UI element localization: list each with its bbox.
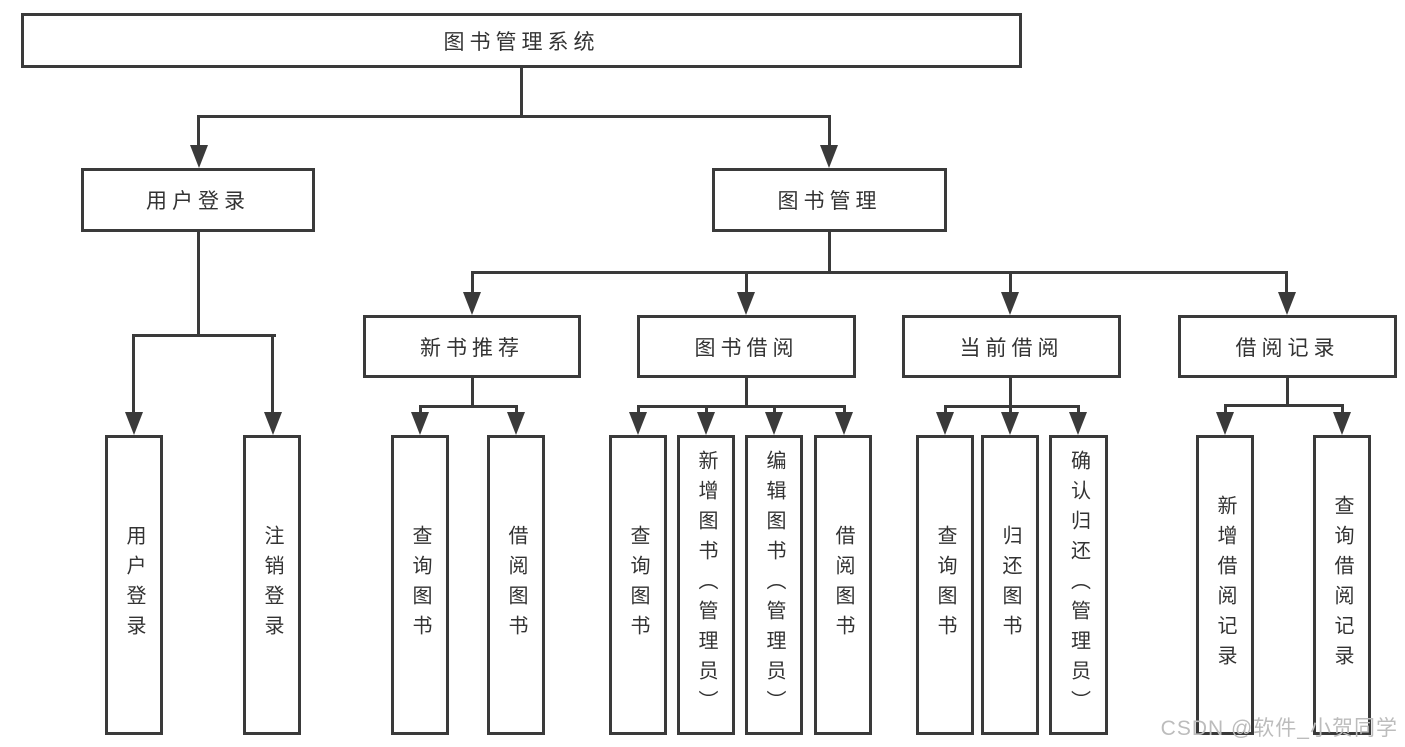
- node-label: 查询图书: [409, 525, 431, 645]
- node-label: 当前借阅: [959, 336, 1064, 360]
- connector-drop-leaf-logout: [271, 334, 274, 418]
- connector-level3-bar: [471, 271, 1288, 274]
- arrowhead-user-login: [190, 145, 208, 168]
- node-label: 新增借阅记录: [1214, 495, 1236, 675]
- node-label: 借阅记录: [1235, 336, 1340, 360]
- node-borrowing-records: 借阅记录: [1178, 315, 1397, 378]
- leaf-bb-add-books-admin: 新增图书（管理员）: [677, 435, 735, 735]
- connector-drop-cb-return: [1009, 405, 1012, 418]
- connector-borrow-records-bar: [1224, 404, 1344, 407]
- connector-borrow-records-stem: [1286, 378, 1289, 407]
- connector-book-mgmt-stem: [828, 232, 831, 274]
- connector-drop-borrow-records: [1285, 271, 1288, 297]
- node-user-login: 用户登录: [81, 168, 315, 232]
- arrowhead-rec-query: [411, 412, 429, 435]
- connector-drop-user-login: [197, 115, 200, 150]
- connector-drop-br-query: [1341, 404, 1344, 418]
- node-label: 新增图书（管理员）: [695, 450, 717, 720]
- node-current-borrowing: 当前借阅: [902, 315, 1121, 378]
- connector-drop-leaf-user-login: [132, 334, 135, 418]
- arrowhead-bb-edit: [765, 412, 783, 435]
- node-label: 新书推荐: [420, 336, 524, 360]
- csdn-watermark: CSDN @软件_小贺同学: [1160, 717, 1398, 740]
- leaf-cb-query-books: 查询图书: [916, 435, 974, 735]
- leaf-cb-return-books: 归还图书: [981, 435, 1039, 735]
- leaf-br-query-record: 查询借阅记录: [1313, 435, 1371, 735]
- connector-drop-br-add: [1224, 404, 1227, 418]
- connector-drop-new-book-rec: [471, 271, 474, 297]
- connector-drop-bb-query: [637, 405, 640, 418]
- connector-new-book-rec-bar: [419, 405, 518, 408]
- node-label: 借阅图书: [505, 525, 527, 645]
- connector-level2-bar: [197, 115, 831, 118]
- node-book-borrowing: 图书借阅: [637, 315, 856, 378]
- arrowhead-br-query: [1333, 412, 1351, 435]
- connector-user-login-stem: [197, 232, 200, 336]
- connector-drop-rec-borrow: [515, 405, 518, 418]
- connector-new-book-rec-stem: [471, 378, 474, 408]
- arrowhead-cb-return: [1001, 412, 1019, 435]
- connector-drop-bb-edit: [773, 405, 776, 418]
- node-label: 图书管理: [777, 190, 882, 213]
- connector-current-borrow-bar: [944, 405, 1080, 408]
- node-label: 归还图书: [999, 525, 1021, 645]
- leaf-cb-confirm-return-admin: 确认归还（管理员）: [1049, 435, 1108, 735]
- leaf-bb-borrow-books: 借阅图书: [814, 435, 872, 735]
- arrowhead-new-book-rec: [463, 292, 481, 315]
- leaf-rec-borrow-books: 借阅图书: [487, 435, 545, 735]
- node-label: 用户登录: [146, 190, 250, 213]
- leaf-rec-query-books: 查询图书: [391, 435, 449, 735]
- arrowhead-book-mgmt: [820, 145, 838, 168]
- arrowhead-rec-borrow: [507, 412, 525, 435]
- connector-drop-book-borrow: [745, 271, 748, 297]
- connector-drop-cb-query: [944, 405, 947, 418]
- node-label: 注销登录: [261, 525, 283, 645]
- arrowhead-leaf-user-login: [125, 412, 143, 435]
- arrowhead-bb-query: [629, 412, 647, 435]
- arrowhead-current-borrow: [1001, 292, 1019, 315]
- node-label: 查询借阅记录: [1331, 495, 1353, 675]
- node-label: 编辑图书（管理员）: [763, 450, 785, 720]
- connector-book-borrow-stem: [745, 378, 748, 408]
- node-label: 图书借阅: [694, 336, 799, 360]
- node-label: 查询图书: [627, 525, 649, 645]
- connector-current-borrow-stem: [1009, 378, 1012, 408]
- node-label: 查询图书: [934, 525, 956, 645]
- arrowhead-leaf-logout: [264, 412, 282, 435]
- leaf-br-add-record: 新增借阅记录: [1196, 435, 1254, 735]
- arrowhead-cb-query: [936, 412, 954, 435]
- connector-user-login-bar: [132, 334, 276, 337]
- node-label: 借阅图书: [832, 525, 854, 645]
- leaf-user-login: 用户登录: [105, 435, 163, 735]
- arrowhead-bb-borrow: [835, 412, 853, 435]
- connector-drop-current-borrow: [1009, 271, 1012, 297]
- node-label: 确认归还（管理员）: [1067, 450, 1090, 720]
- connector-drop-bb-add: [705, 405, 708, 418]
- node-label: 图书管理系统: [443, 30, 600, 54]
- node-library-management-system: 图书管理系统: [21, 13, 1022, 68]
- connector-drop-cb-confirm: [1077, 405, 1080, 418]
- connector-drop-bb-borrow: [843, 405, 846, 418]
- arrowhead-bb-add: [697, 412, 715, 435]
- node-new-book-recommend: 新书推荐: [363, 315, 581, 378]
- connector-root-stem: [520, 68, 523, 118]
- arrowhead-book-borrow: [737, 292, 755, 315]
- node-label: 用户登录: [123, 525, 145, 645]
- leaf-bb-query-books: 查询图书: [609, 435, 667, 735]
- leaf-bb-edit-books-admin: 编辑图书（管理员）: [745, 435, 803, 735]
- arrowhead-borrow-records: [1278, 292, 1296, 315]
- arrowhead-br-add: [1216, 412, 1234, 435]
- connector-drop-rec-query: [419, 405, 422, 418]
- arrowhead-cb-confirm: [1069, 412, 1087, 435]
- leaf-logout: 注销登录: [243, 435, 301, 735]
- connector-drop-book-mgmt: [828, 115, 831, 150]
- connector-book-borrow-bar: [637, 405, 846, 408]
- node-book-management: 图书管理: [712, 168, 947, 232]
